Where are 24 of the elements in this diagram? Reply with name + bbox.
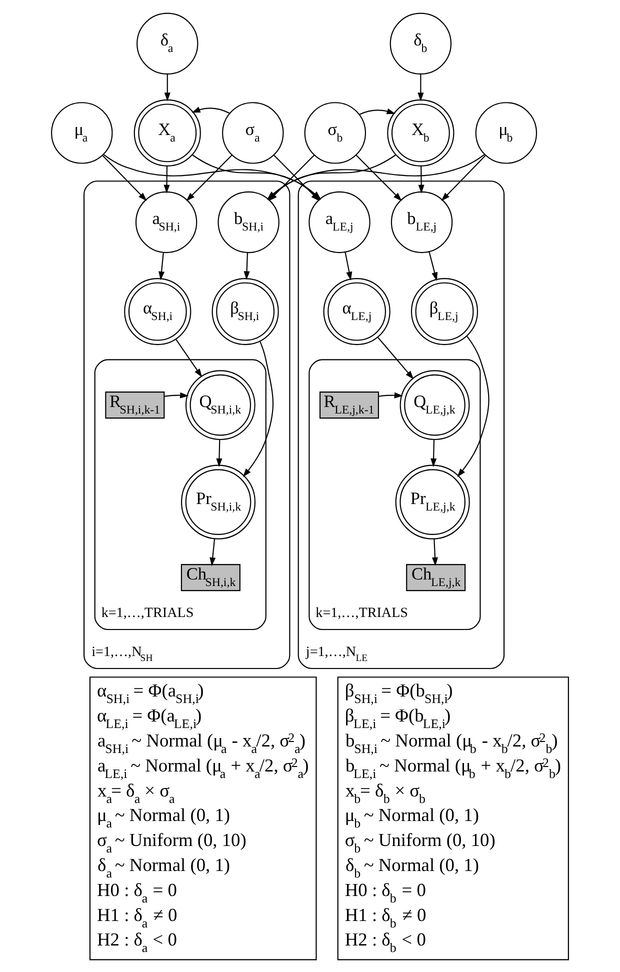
arrow bbox=[242, 340, 274, 477]
arrow bbox=[158, 252, 165, 280]
arrow bbox=[430, 439, 437, 467]
arrow bbox=[418, 165, 424, 193]
arrow bbox=[244, 252, 250, 280]
arrow bbox=[428, 251, 438, 281]
arrow bbox=[216, 439, 222, 467]
arrow bbox=[164, 392, 189, 398]
arrow bbox=[432, 538, 438, 566]
arrow bbox=[176, 338, 202, 377]
arrow bbox=[192, 106, 230, 114]
arrow bbox=[164, 74, 170, 101]
arrow bbox=[186, 154, 232, 201]
arrow bbox=[418, 74, 424, 101]
arrow bbox=[356, 154, 402, 201]
arrow bbox=[378, 392, 404, 398]
arrow bbox=[359, 108, 396, 114]
arrow bbox=[210, 538, 216, 566]
arrow bbox=[441, 154, 486, 201]
arrow bbox=[164, 165, 170, 193]
arrow bbox=[102, 154, 147, 201]
arrow bbox=[457, 335, 490, 477]
arrow bbox=[344, 252, 352, 280]
arrow bbox=[378, 336, 414, 379]
